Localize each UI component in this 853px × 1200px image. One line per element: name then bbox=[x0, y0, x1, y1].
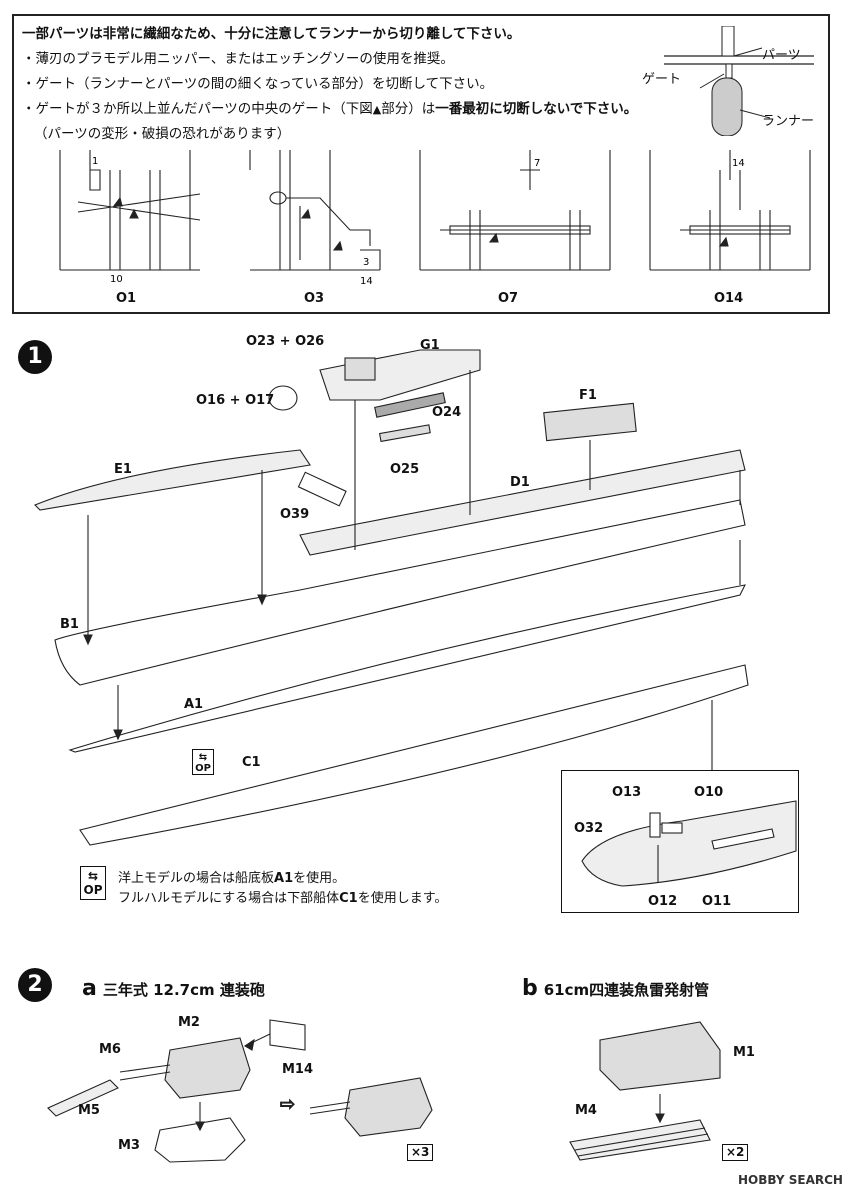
step-1-badge: 1 bbox=[18, 340, 52, 374]
notice-line-1: 一部パーツは非常に繊細なため、十分に注意してランナーから切り離して下さい。 bbox=[22, 26, 521, 42]
quantity-badge-torpedo: ×2 bbox=[722, 1144, 749, 1161]
watermark-logo: HOBBY SEARCH bbox=[738, 1173, 843, 1187]
part-label-m5: M5 bbox=[78, 1103, 100, 1118]
diagram-runner-label: ランナー bbox=[762, 114, 815, 129]
part-label-m2: M2 bbox=[178, 1015, 200, 1030]
detail-label-o13: O13 bbox=[612, 785, 642, 800]
svg-text:⇨: ⇨ bbox=[280, 1094, 295, 1115]
part-label-m1: M1 bbox=[733, 1045, 755, 1060]
part-label-o39: O39 bbox=[280, 507, 310, 522]
part-label-b1: B1 bbox=[60, 617, 79, 632]
part-label-f1: F1 bbox=[579, 388, 597, 403]
gate-diagram-icon bbox=[664, 26, 814, 136]
note-waterline: 洋上モデルの場合は船底板A1を使用。 bbox=[118, 871, 346, 886]
svg-text:10: 10 bbox=[110, 274, 123, 285]
example-label-o14: O14 bbox=[714, 291, 744, 306]
diagram-gate-label: ゲート bbox=[642, 72, 682, 87]
detail-label-o12: O12 bbox=[648, 894, 678, 909]
svg-text:7: 7 bbox=[534, 158, 540, 169]
part-label-c1: C1 bbox=[242, 755, 261, 770]
detail-label-o10: O10 bbox=[694, 785, 724, 800]
part-label-m4: M4 bbox=[575, 1103, 597, 1118]
detail-label-o11: O11 bbox=[702, 894, 732, 909]
part-label-e1: E1 bbox=[114, 462, 132, 477]
diagram-parts-label: パーツ bbox=[762, 48, 801, 63]
part-label-d1: D1 bbox=[510, 475, 530, 490]
gate-marker-icon: ▲ bbox=[372, 103, 382, 116]
runner-examples-diagram: 1 10 3 14 7 14 bbox=[59, 150, 811, 287]
detail-label-o32: O32 bbox=[574, 821, 604, 836]
part-label-o23-o26: O23 + O26 bbox=[246, 334, 325, 349]
example-label-o1: O1 bbox=[116, 291, 137, 306]
svg-text:14: 14 bbox=[732, 158, 745, 169]
part-label-m3: M3 bbox=[118, 1138, 140, 1153]
notice-line-5: （パーツの変形・破損の恐れがあります） bbox=[34, 126, 291, 142]
svg-text:14: 14 bbox=[360, 276, 373, 287]
note-full-hull: フルハルモデルにする場合は下部船体C1を使用します。 bbox=[118, 891, 448, 906]
part-label-g1: G1 bbox=[420, 338, 440, 353]
svg-text:1: 1 bbox=[92, 156, 98, 167]
cutting-notice-box: 一部パーツは非常に繊細なため、十分に注意してランナーから切り離して下さい。 ・薄… bbox=[12, 14, 830, 314]
notice-line-2: ・薄刃のプラモデル用ニッパー、またはエッチングソーの使用を推奨。 bbox=[22, 51, 454, 67]
svg-text:3: 3 bbox=[363, 257, 369, 268]
part-label-a1: A1 bbox=[184, 697, 204, 712]
turret-torpedo-diagram: ⇨ bbox=[47, 1019, 721, 1163]
optional-note-icon: ⇆OP bbox=[80, 866, 106, 900]
part-label-o24: O24 bbox=[432, 405, 462, 420]
part-label-o16-o17: O16 + O17 bbox=[196, 393, 275, 408]
quantity-badge-turret: ×3 bbox=[407, 1144, 434, 1161]
step-2-badge: 2 bbox=[18, 968, 52, 1002]
part-label-o25: O25 bbox=[390, 462, 420, 477]
hull-assembly-diagram bbox=[34, 349, 749, 846]
part-label-m6: M6 bbox=[99, 1042, 121, 1057]
example-label-o7: O7 bbox=[498, 291, 519, 306]
bow-detail-diagram bbox=[581, 800, 797, 887]
notice-line-4: ・ゲートが３か所以上並んだパーツの中央のゲート（下図▲部分）は一番最初に切断しな… bbox=[22, 101, 638, 117]
bow-detail-box: O13 O10 O32 O12 O11 bbox=[561, 770, 799, 913]
part-label-m14: M14 bbox=[282, 1062, 314, 1077]
example-label-o3: O3 bbox=[304, 291, 325, 306]
optional-part-icon: ⇆OP bbox=[192, 749, 214, 775]
notice-line-3: ・ゲート（ランナーとパーツの間の細くなっている部分）を切断して下さい。 bbox=[22, 76, 494, 92]
